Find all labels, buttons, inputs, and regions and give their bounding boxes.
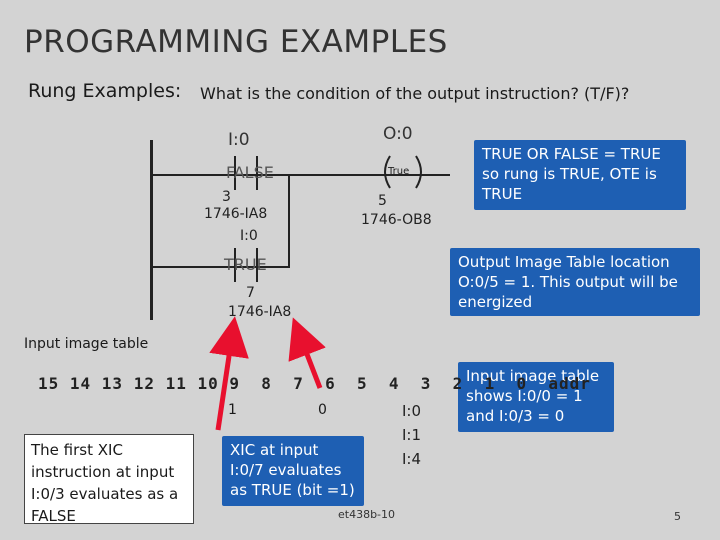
contact-bar-left: [234, 156, 236, 190]
address-row-0: I:0: [402, 402, 422, 420]
xic2-module-label: 1746-IA8: [228, 304, 292, 320]
address-row-2: I:4: [402, 450, 422, 468]
input-table-value-bit3: 0: [318, 402, 327, 418]
contact-bar-right: [256, 248, 258, 282]
first-xic-callout: The first XIC instruction at input I:0/3…: [24, 434, 194, 525]
input-image-note-callout: Input image table shows I:0/0 = 1 and I:…: [458, 362, 614, 432]
arrow-to-xic2: [209, 316, 249, 431]
output-image-callout: Output Image Table location O:0/5 = 1. T…: [450, 248, 700, 316]
address-row-1: I:1: [402, 426, 422, 444]
left-power-rail: [150, 140, 153, 320]
ote-coil[interactable]: True: [378, 152, 428, 192]
ote-state-label: True: [388, 166, 410, 177]
xic1-state-label: FALSE: [226, 163, 274, 182]
page-number: 5: [674, 510, 681, 523]
rung-line-top: [150, 174, 450, 176]
slide-subtitle: Rung Examples:: [28, 80, 182, 102]
input-address-label: I:0: [228, 130, 250, 150]
xic1-bit-label: 3: [222, 189, 231, 205]
footer-id: et438b-10: [338, 508, 396, 521]
arrow-to-bit3: [288, 317, 326, 389]
output-address-label: O:0: [383, 124, 413, 144]
question-text: What is the condition of the output inst…: [200, 84, 630, 103]
xic1-module-label: 1746-IA8: [204, 206, 268, 222]
rung-true-callout: TRUE OR FALSE = TRUE so rung is TRUE, OT…: [474, 140, 686, 210]
contact-bar-left: [234, 248, 236, 282]
contact-bar-right: [256, 156, 258, 190]
xic2-address-label: I:0: [240, 228, 258, 244]
coil-parentheses-icon: [384, 155, 422, 189]
input-table-value-bit7: 1: [228, 402, 237, 418]
ote-bit-label: 5: [378, 193, 387, 209]
xic-input7-callout: XIC at input I:0/7 evaluates as TRUE (bi…: [222, 436, 364, 506]
xic-contact-2[interactable]: TRUE: [212, 248, 284, 282]
xic2-state-label: TRUE: [224, 255, 267, 274]
slide-title: PROGRAMMING EXAMPLES: [24, 24, 448, 60]
branch-vertical: [288, 174, 290, 268]
ote-module-label: 1746-OB8: [361, 212, 432, 228]
rung-line-branch: [150, 266, 290, 268]
input-table-label: Input image table: [24, 336, 149, 352]
xic-contact-1[interactable]: FALSE: [212, 156, 284, 190]
input-table-header: 15 14 13 12 11 10 9 8 7 6 5 4 3 2 1 0 ad…: [38, 374, 591, 393]
xic2-bit-label: 7: [246, 285, 255, 301]
